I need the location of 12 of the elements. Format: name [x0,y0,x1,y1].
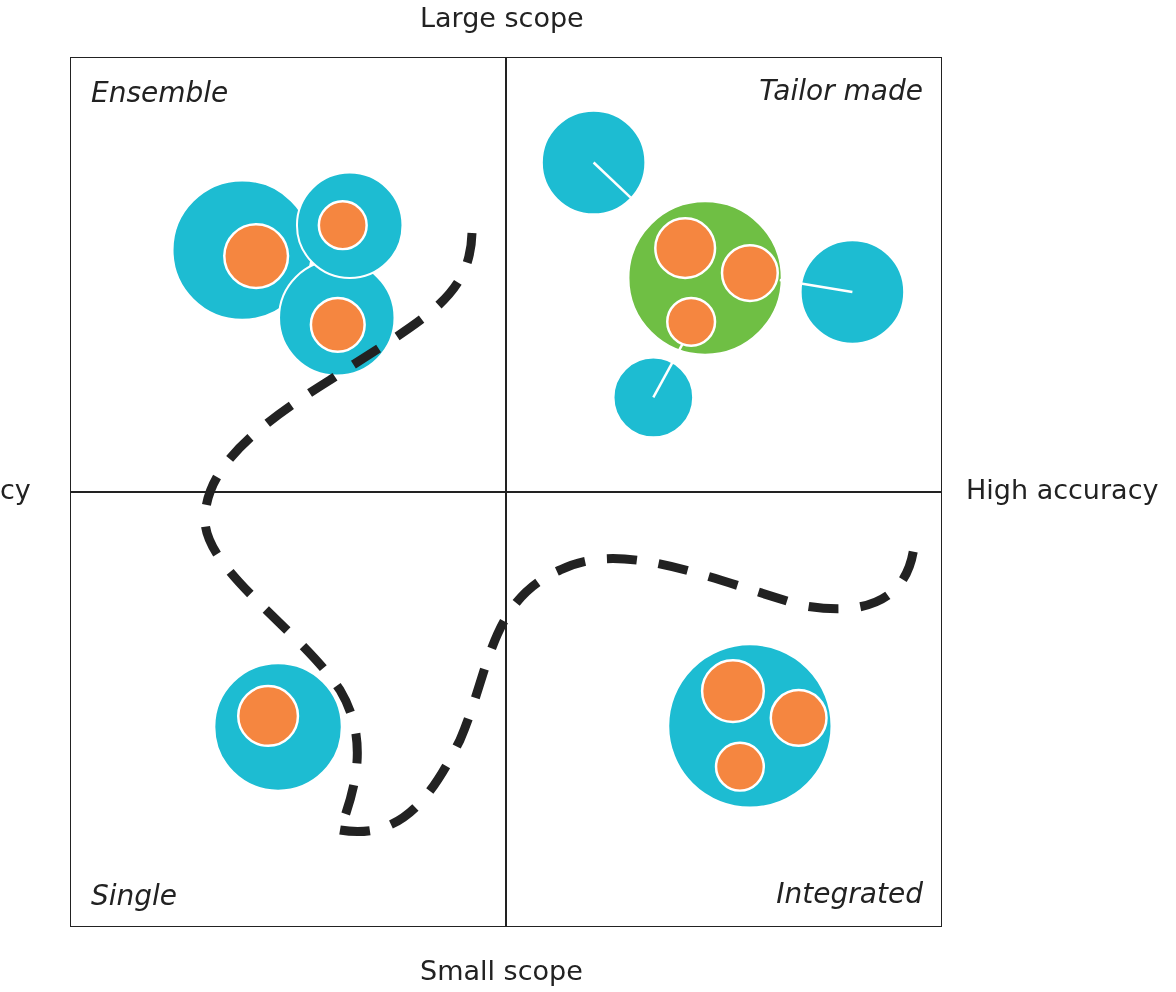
quadrant-panel [70,57,507,493]
axis-label: Small scope [420,955,583,986]
quadrant-label: Integrated [776,877,923,910]
quadrant-panel [505,491,942,927]
axis-label: High accuracy [966,474,1159,505]
axis-label: cy [0,474,31,505]
quadrant-label: Tailor made [759,74,923,107]
quadrant-panel [70,491,507,927]
axis-label: Large scope [420,2,584,33]
quadrant-panel [505,57,942,493]
quadrant-label: Single [91,879,178,912]
quadrant-label: Ensemble [91,76,229,109]
